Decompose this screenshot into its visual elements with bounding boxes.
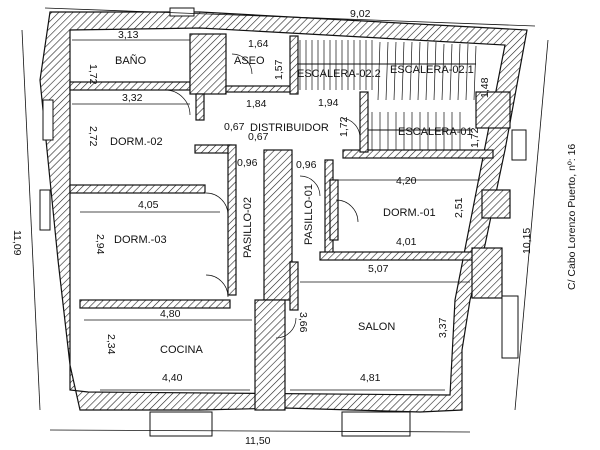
dim-salon-vertical: 3,66	[297, 312, 309, 333]
dim-aseo-height: 1,57	[273, 59, 285, 80]
dim-bano-width: 3,13	[118, 29, 139, 41]
room-label-bano: BAÑO	[115, 54, 147, 67]
room-label-escalera-2-1: ESCALERA-02.1	[390, 64, 474, 76]
dim-cocina-top: 4,80	[160, 308, 181, 320]
stairs	[298, 40, 477, 150]
dim-escalera-2-1-height: 1,48	[479, 77, 491, 98]
dim-salon-top: 5,07	[368, 263, 389, 275]
dim-salon-height: 3,37	[437, 317, 449, 338]
room-label-dorm-02: DORM.-02	[110, 136, 163, 148]
interior-walls	[69, 33, 511, 411]
dim-dorm-03-height: 2,94	[94, 234, 106, 255]
dim-dorm-01-top: 4,20	[396, 175, 417, 187]
dim-pasillo-02-width: 0,96	[237, 157, 258, 169]
dim-bano-height: 1,72	[87, 64, 99, 85]
room-label-escalera-2-2: ESCALERA-02.2	[297, 68, 381, 80]
room-label-escalera-01: ESCALERA-01	[398, 126, 473, 138]
room-label-aseo: ASEO	[234, 55, 265, 67]
dim-distribuidor-width-2: 1,94	[318, 97, 339, 109]
outer-walls	[39, 11, 528, 413]
room-label-distribuidor: DISTRIBUIDOR	[250, 122, 329, 134]
overall-dim-right: 10,15	[521, 228, 533, 254]
windows	[39, 7, 527, 437]
dim-dorm-02-height: 2,72	[87, 126, 99, 147]
room-label-pasillo-01: PASILLO-01	[303, 184, 315, 245]
dim-dorm-01-bottom: 4,01	[396, 236, 417, 248]
overall-dim-left: 11,09	[11, 230, 23, 256]
doors	[164, 53, 361, 339]
dim-distribuidor-b: 0,67	[248, 131, 269, 143]
dim-distribuidor-a: 0,67	[224, 121, 245, 133]
dim-cocina-bottom: 4,40	[162, 372, 183, 384]
dim-dorm-02-width: 3,32	[122, 92, 143, 104]
dim-cocina-height: 2,34	[105, 334, 117, 355]
dim-dorm-01-height: 2,51	[453, 197, 465, 218]
dim-dorm-03-width: 4,05	[138, 199, 159, 211]
street-label: C/ Cabo Lorenzo Puerto, nº: 16	[566, 144, 578, 290]
overall-dim-bottom: 11,50	[245, 435, 271, 447]
room-label-cocina: COCINA	[160, 344, 203, 356]
dim-pasillo-01-width: 0,96	[296, 159, 317, 171]
dim-salon-bottom: 4,81	[360, 372, 381, 384]
room-label-salon: SALON	[358, 321, 395, 333]
room-label-dorm-03: DORM.-03	[114, 234, 167, 246]
room-label-pasillo-02: PASILLO-02	[242, 197, 254, 258]
dim-aseo-width: 1,64	[248, 38, 269, 50]
dim-distribuidor-width-1: 1,84	[246, 98, 267, 110]
overall-dim-top: 9,02	[350, 8, 371, 20]
dim-escalera-01-vertical: 1,72	[338, 116, 350, 137]
room-label-dorm-01: DORM.-01	[383, 207, 436, 219]
dimension-lines	[21, 7, 549, 433]
dim-escalera-01-height: 1,72	[469, 127, 481, 148]
